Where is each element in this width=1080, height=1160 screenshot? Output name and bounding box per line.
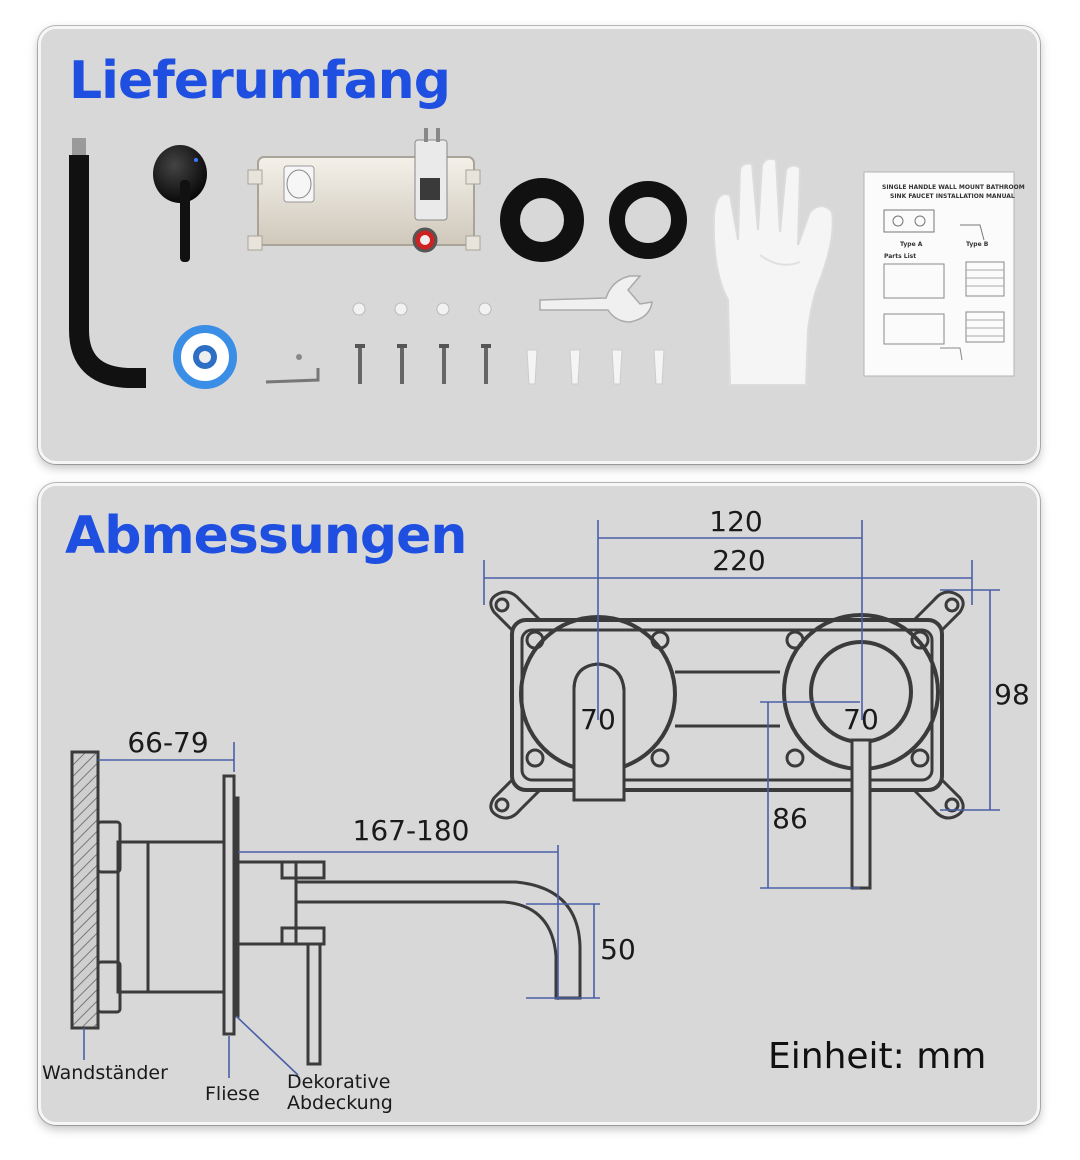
label-tile: Fliese <box>205 1083 260 1105</box>
manual-title-line1: SINGLE HANDLE WALL MOUNT BATHROOM <box>882 184 1025 191</box>
spout-part <box>69 138 146 388</box>
gloves-part <box>712 157 834 386</box>
unit-label: Einheit: mm <box>768 1036 986 1077</box>
rosette-left-part <box>500 178 584 262</box>
manual-type-a: Type A <box>900 241 923 248</box>
dim-plate-width: 220 <box>712 544 765 577</box>
contents-heading: Lieferumfang <box>69 51 451 111</box>
front-view-right-handle <box>782 613 940 890</box>
dimension-lines <box>83 520 1000 1078</box>
mixing-box-part <box>247 128 481 253</box>
label-wall-stud: Wandständer <box>42 1062 168 1084</box>
label-decorative-cover-1: Dekorative <box>287 1071 390 1093</box>
manual-parts-list: Parts List <box>884 253 916 260</box>
dim-left-diameter: 70 <box>580 703 616 736</box>
dim-handle-drop: 86 <box>772 802 808 835</box>
dim-spout-reach: 167-180 <box>353 814 470 847</box>
manual-type-b: Type B <box>966 241 989 248</box>
dimensions-heading: Abmessungen <box>65 506 467 566</box>
washers-part <box>352 302 492 316</box>
manual-title-line2: SINK FAUCET INSTALLATION MANUAL <box>890 193 1015 200</box>
spout-thread <box>72 138 86 156</box>
front-view-left-handle <box>519 615 677 802</box>
dim-wall-depth: 66-79 <box>127 726 208 759</box>
dim-spout-height: 50 <box>600 933 636 966</box>
dim-right-diameter: 70 <box>843 703 879 736</box>
wrench-part <box>539 275 653 323</box>
dimensions-panel: Abmessungen <box>38 483 1040 1125</box>
rosette-right-part <box>609 181 687 259</box>
wall-plugs-part <box>526 349 665 385</box>
label-decorative-cover-2: Abdeckung <box>287 1092 393 1114</box>
dim-handle-spacing: 120 <box>709 505 762 538</box>
handle-knob-part <box>153 145 207 262</box>
ptfe-tape-part <box>173 325 237 389</box>
screws-part <box>355 344 491 384</box>
hex-key-part <box>265 354 320 384</box>
dim-plate-height: 98 <box>994 678 1030 711</box>
installation-manual: SINGLE HANDLE WALL MOUNT BATHROOM SINK F… <box>863 171 1025 377</box>
